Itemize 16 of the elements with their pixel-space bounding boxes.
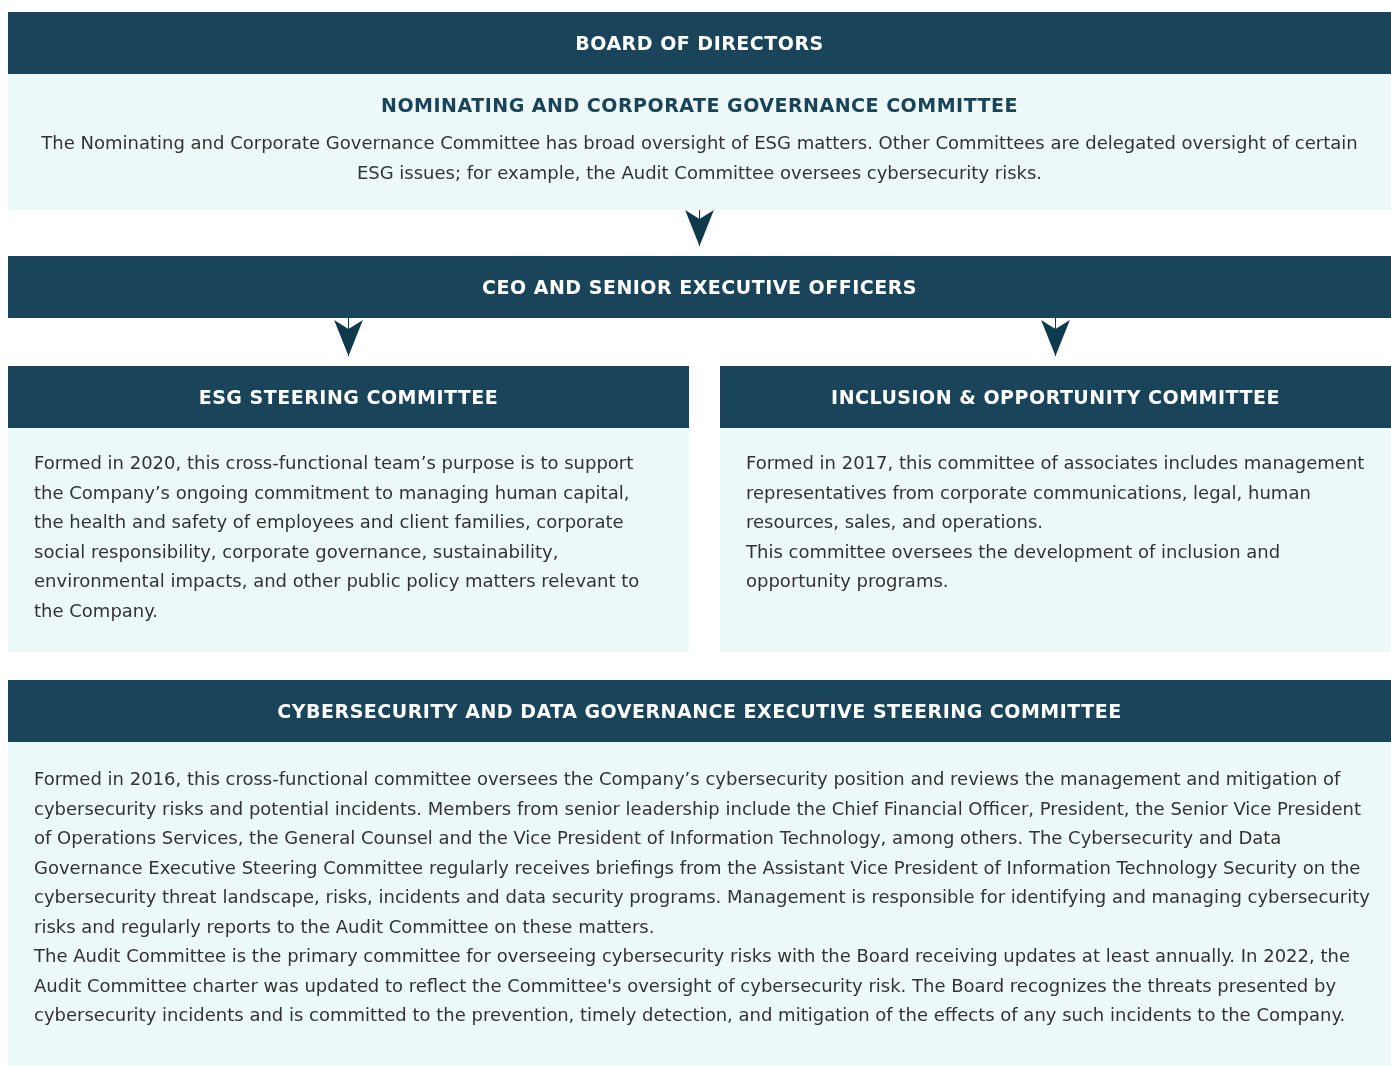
- committee-header: CYBERSECURITY AND DATA GOVERNANCE EXECUTIVE STEERING COMMITTEE: [8, 680, 1391, 742]
- committee-header: INCLUSION & OPPORTUNITY COMMITTEE: [720, 366, 1391, 428]
- description-text: This committee oversees the development of inclusion and opportunity programs.: [746, 539, 1282, 593]
- committee-heading: NOMINATING AND CORPORATE GOVERNANCE COMMITTEE: [380, 94, 1019, 116]
- description-text: Formed in 2017, this committee of associates includes management representatives from corporate communications, legal, human resources, sales, and operations.: [746, 451, 1365, 534]
- header-band: CEO AND SENIOR EXECUTIVE OFFICERS: [8, 256, 1391, 318]
- chevron-arrow: [334, 317, 363, 357]
- committee-header: ESG STEERING COMMITTEE: [8, 366, 689, 428]
- description-text: Formed in 2020, this cross-functional team’s purpose is to support the Company’s ongoing commitment to managing human capital, the health and safety of employees and client families, corporate social responsibility, corporate governance, sustainability, environmental impacts, and other public policy matters relevant to the Company.: [34, 451, 641, 623]
- committee-panel: [8, 74, 1391, 210]
- description-text: Formed in 2016, this cross-functional committee oversees the Company’s cybersecurity position and reviews the management and mitigation of cybersecurity risks and potential incidents. Members from senior leadership include the Chief Financial Officer, President, the Senior Vice President of Operations Services, the General Counsel and the Vice President of Information Technology, among others. The Cybersecurity and Data Governance Executive Steering Committee regularly receives briefings from the Assistant Vice President of Information Technology Security on the cybersecurity threat landscape, risks, incidents and data security programs. Management is responsible for identifying and managing cybersecurity risks and regularly reports to the Audit Committee on these matters.: [34, 767, 1371, 939]
- chevron-arrow: [1041, 317, 1070, 357]
- chevron-arrow: [685, 209, 714, 247]
- description-text: The Audit Committee is the primary committee for overseeing cybersecurity risks with the Board receiving updates at least annually. In 2022, the Audit Committee charter was updated to reflect the Committee's oversight of cybersecurity risk. The Board recognizes the threats presented by cybersecurity incidents and is committed to the prevention, timely detection, and mitigation of the effects of any such incidents to the Company.: [34, 944, 1351, 1027]
- header-band: BOARD OF DIRECTORS: [8, 12, 1391, 74]
- description-text: The Nominating and Corporate Governance Committee has broad oversight of ESG matters. Other Committees are delegated oversight of certain ESG issues; for example, the Audit Committee oversees cybersecurity risks.: [40, 131, 1359, 185]
